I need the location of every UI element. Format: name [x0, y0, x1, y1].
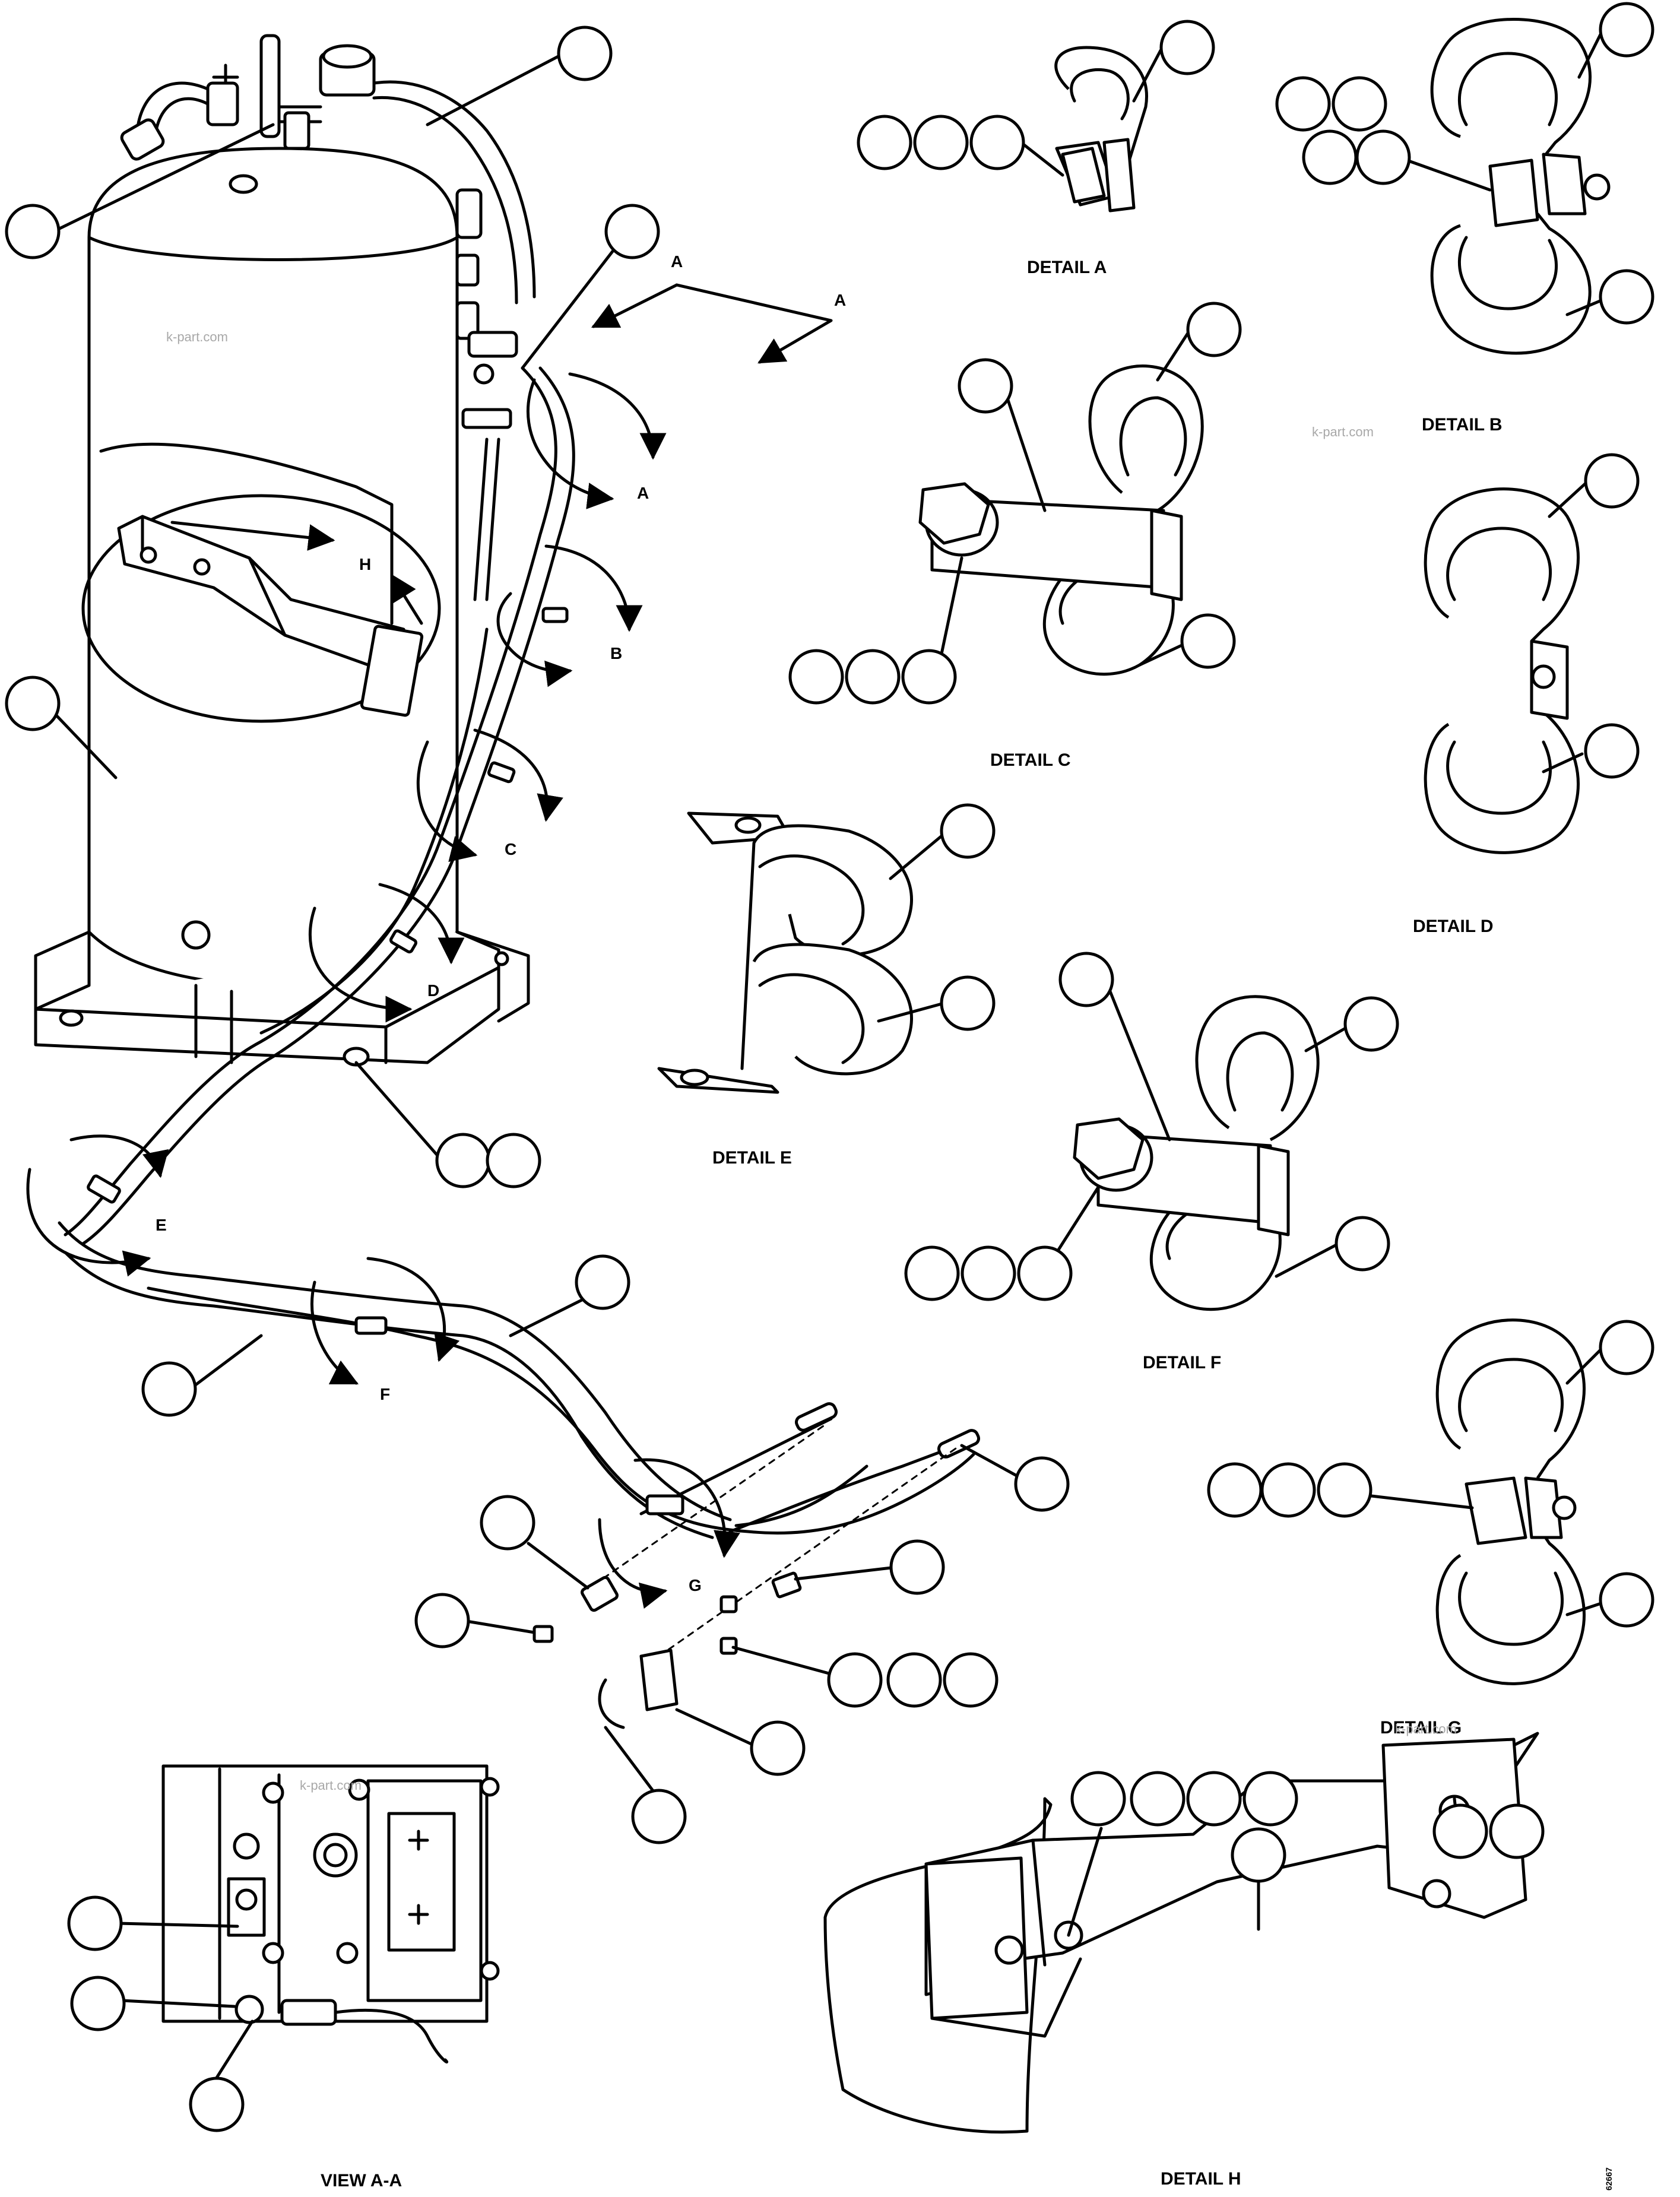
detail-g-title: DETAIL G	[1380, 1718, 1462, 1738]
detail-e: DETAIL E	[657, 811, 913, 1168]
watermark-text: k-part.com	[1395, 1722, 1457, 1736]
watermark-text: k-part.com	[1312, 424, 1374, 439]
detail-a: DETAIL A	[1027, 46, 1148, 277]
watermark-text: k-part.com	[166, 329, 228, 344]
detail-a-title: DETAIL A	[1027, 258, 1107, 277]
detail-callout-circles: A B C D E F G A A	[26, 252, 846, 1609]
detail-c-title: DETAIL C	[990, 750, 1071, 770]
detail-c: DETAIL C	[918, 364, 1204, 770]
item-bubbles	[5, 2, 1654, 2132]
watermark-text: k-part.com	[300, 1778, 362, 1793]
callout-letter-g: G	[689, 1576, 702, 1594]
detail-b: DETAIL B	[1422, 18, 1611, 435]
detail-g: DETAIL G	[1380, 1318, 1586, 1738]
view-arrow-letter-a-left: A	[671, 252, 683, 271]
callout-letter-d: D	[427, 981, 439, 1000]
callout-letter-b: B	[610, 644, 622, 662]
detail-f-title: DETAIL F	[1143, 1353, 1221, 1372]
detail-f: DETAIL F	[1073, 995, 1320, 1372]
detail-e-title: DETAIL E	[712, 1148, 792, 1168]
detail-d-title: DETAIL D	[1413, 917, 1494, 936]
view-a-a-title: VIEW A-A	[321, 2171, 402, 2190]
view-arrow-letter-a-right: A	[834, 291, 846, 309]
detail-h-callout-region: H	[81, 494, 441, 723]
view-a-a: VIEW A-A	[161, 1764, 500, 2190]
callout-letter-c: C	[505, 840, 516, 858]
receiver-tank	[87, 34, 536, 987]
detail-h-title: DETAIL H	[1161, 2169, 1241, 2189]
exploded-fittings	[532, 1571, 802, 1729]
watermarks: k-part.com k-part.com k-part.com k-part.…	[166, 329, 1457, 1793]
callout-letter-f: F	[380, 1385, 390, 1403]
detail-b-title: DETAIL B	[1422, 415, 1503, 435]
detail-d: DETAIL D	[1413, 487, 1580, 936]
callout-letter-a: A	[637, 484, 649, 502]
callout-letter-e: E	[156, 1216, 167, 1234]
drawing-number: 62667	[1604, 2167, 1614, 2190]
callout-letter-h: H	[359, 555, 371, 573]
